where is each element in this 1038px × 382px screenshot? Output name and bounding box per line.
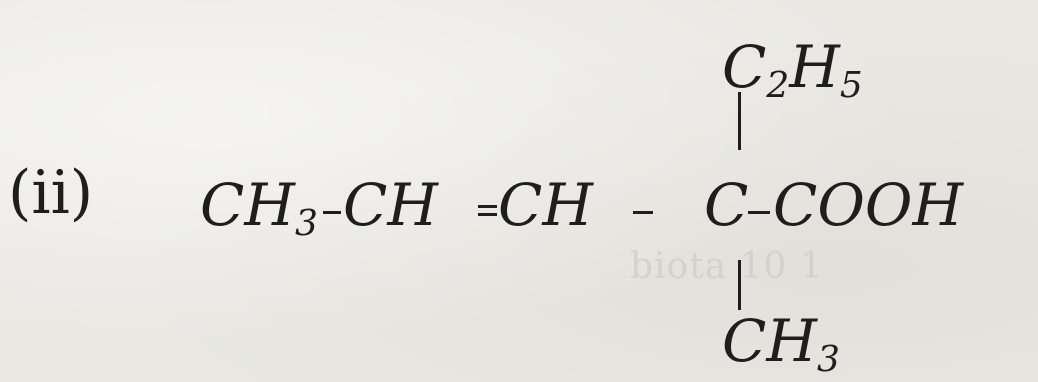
ch-group-1: CH: [343, 171, 438, 239]
double-bond-bottom: [478, 213, 497, 216]
central-carbon: C: [704, 171, 749, 239]
single-bond: [633, 211, 653, 214]
ethyl-group: C2H5: [722, 33, 863, 107]
double-bond-top: [478, 205, 497, 208]
single-bond: [748, 211, 770, 214]
ch3-left-group: CH3: [200, 171, 318, 245]
item-label: (ii): [8, 158, 94, 228]
vertical-bond-top: [738, 92, 741, 150]
ch-group-2: CH: [498, 171, 593, 239]
single-bond: [323, 211, 341, 214]
carboxyl-group: COOH: [773, 171, 964, 239]
vertical-bond-bottom: [738, 260, 741, 310]
bleed-through-text: biota 10 1: [630, 246, 824, 287]
methyl-group: CH3: [722, 307, 840, 381]
